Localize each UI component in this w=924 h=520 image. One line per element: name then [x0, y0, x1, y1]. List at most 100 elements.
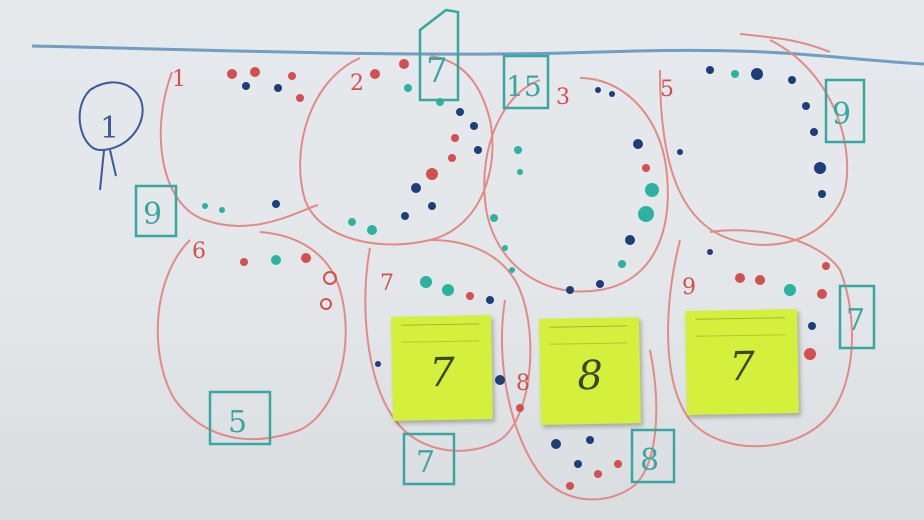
blue-baseline: [32, 46, 924, 64]
dot: [250, 67, 260, 77]
dot: [633, 139, 643, 149]
dot: [240, 258, 248, 266]
dot: [574, 460, 582, 468]
dot: [706, 66, 714, 74]
sticky-note: 7: [685, 309, 799, 415]
dot: [638, 206, 654, 222]
dot: [242, 82, 250, 90]
dot: [625, 235, 635, 245]
dot: [818, 190, 826, 198]
dot: [618, 260, 626, 268]
zone-loop-6: [158, 232, 346, 439]
dot: [817, 289, 827, 299]
sticky-note-number: 8: [577, 353, 603, 399]
zone-number: 5: [660, 77, 674, 102]
zone-number: 9: [682, 275, 696, 300]
box-number: 7: [426, 51, 448, 91]
note-scribble: [401, 323, 479, 342]
dot: [596, 280, 604, 288]
dot: [202, 203, 208, 209]
dot: [428, 202, 436, 210]
dot: [426, 168, 438, 180]
dot: [802, 102, 810, 110]
dot: [810, 128, 818, 136]
dot: [642, 164, 650, 172]
zone-number: 3: [556, 85, 570, 110]
dot: [551, 439, 561, 449]
dot: [609, 91, 615, 97]
dot: [348, 218, 356, 226]
dot: [470, 122, 478, 130]
dot: [822, 262, 830, 270]
dot: [509, 267, 515, 273]
dot: [404, 84, 412, 92]
dot: [490, 214, 498, 222]
sticky-note: 8: [539, 317, 641, 425]
dot: [321, 299, 331, 309]
person-doodle-icon: 1: [80, 82, 143, 190]
dot: [808, 322, 816, 330]
dot: [301, 253, 311, 263]
dot: [442, 284, 454, 296]
dot: [514, 146, 522, 154]
dot: [788, 76, 796, 84]
box-number: 7: [846, 303, 865, 338]
zone-loop-3: [484, 78, 668, 292]
box-number: 7: [416, 445, 435, 480]
dot: [594, 470, 602, 478]
dot: [755, 275, 765, 285]
dot: [502, 245, 508, 251]
zone-number: 6: [192, 239, 206, 264]
dot: [420, 276, 432, 288]
dot: [804, 348, 816, 360]
zone-number: 8: [516, 371, 530, 396]
dot: [586, 436, 594, 444]
dot: [324, 272, 336, 284]
zone-loop-2: [300, 56, 492, 244]
dot: [645, 183, 659, 197]
dot: [595, 87, 601, 93]
sticky-note: 7: [391, 315, 493, 421]
zone-number: 2: [350, 71, 364, 96]
dot: [411, 183, 421, 193]
dot: [375, 361, 381, 367]
dot: [566, 482, 574, 490]
box-number: 9: [832, 97, 851, 132]
dot: [456, 108, 464, 116]
dot: [271, 255, 281, 265]
dot: [274, 84, 282, 92]
box-number: 15: [506, 70, 542, 103]
dot: [516, 404, 524, 412]
dot: [735, 273, 745, 283]
dot: [814, 162, 826, 174]
dot: [370, 69, 380, 79]
dot: [566, 286, 574, 294]
dot: [495, 375, 505, 385]
dot: [474, 146, 482, 154]
dot: [219, 207, 225, 213]
dot: [707, 249, 713, 255]
dot: [677, 149, 683, 155]
dot: [614, 460, 622, 468]
dot: [296, 94, 304, 102]
zone-number: 1: [172, 67, 186, 92]
sticky-note-number: 7: [729, 344, 755, 390]
dot: [288, 72, 296, 80]
box-number: 1: [100, 111, 119, 146]
dot: [451, 134, 459, 142]
dot: [486, 296, 494, 304]
box-number: 8: [640, 443, 659, 478]
note-scribble: [549, 325, 627, 344]
box-number: 5: [228, 405, 247, 440]
dot: [517, 169, 523, 175]
dot: [272, 200, 280, 208]
dot: [448, 154, 456, 162]
dot: [367, 225, 377, 235]
dot: [399, 59, 409, 69]
dot: [466, 292, 474, 300]
box-number: 9: [143, 197, 162, 232]
dot: [784, 284, 796, 296]
dot: [731, 70, 739, 78]
